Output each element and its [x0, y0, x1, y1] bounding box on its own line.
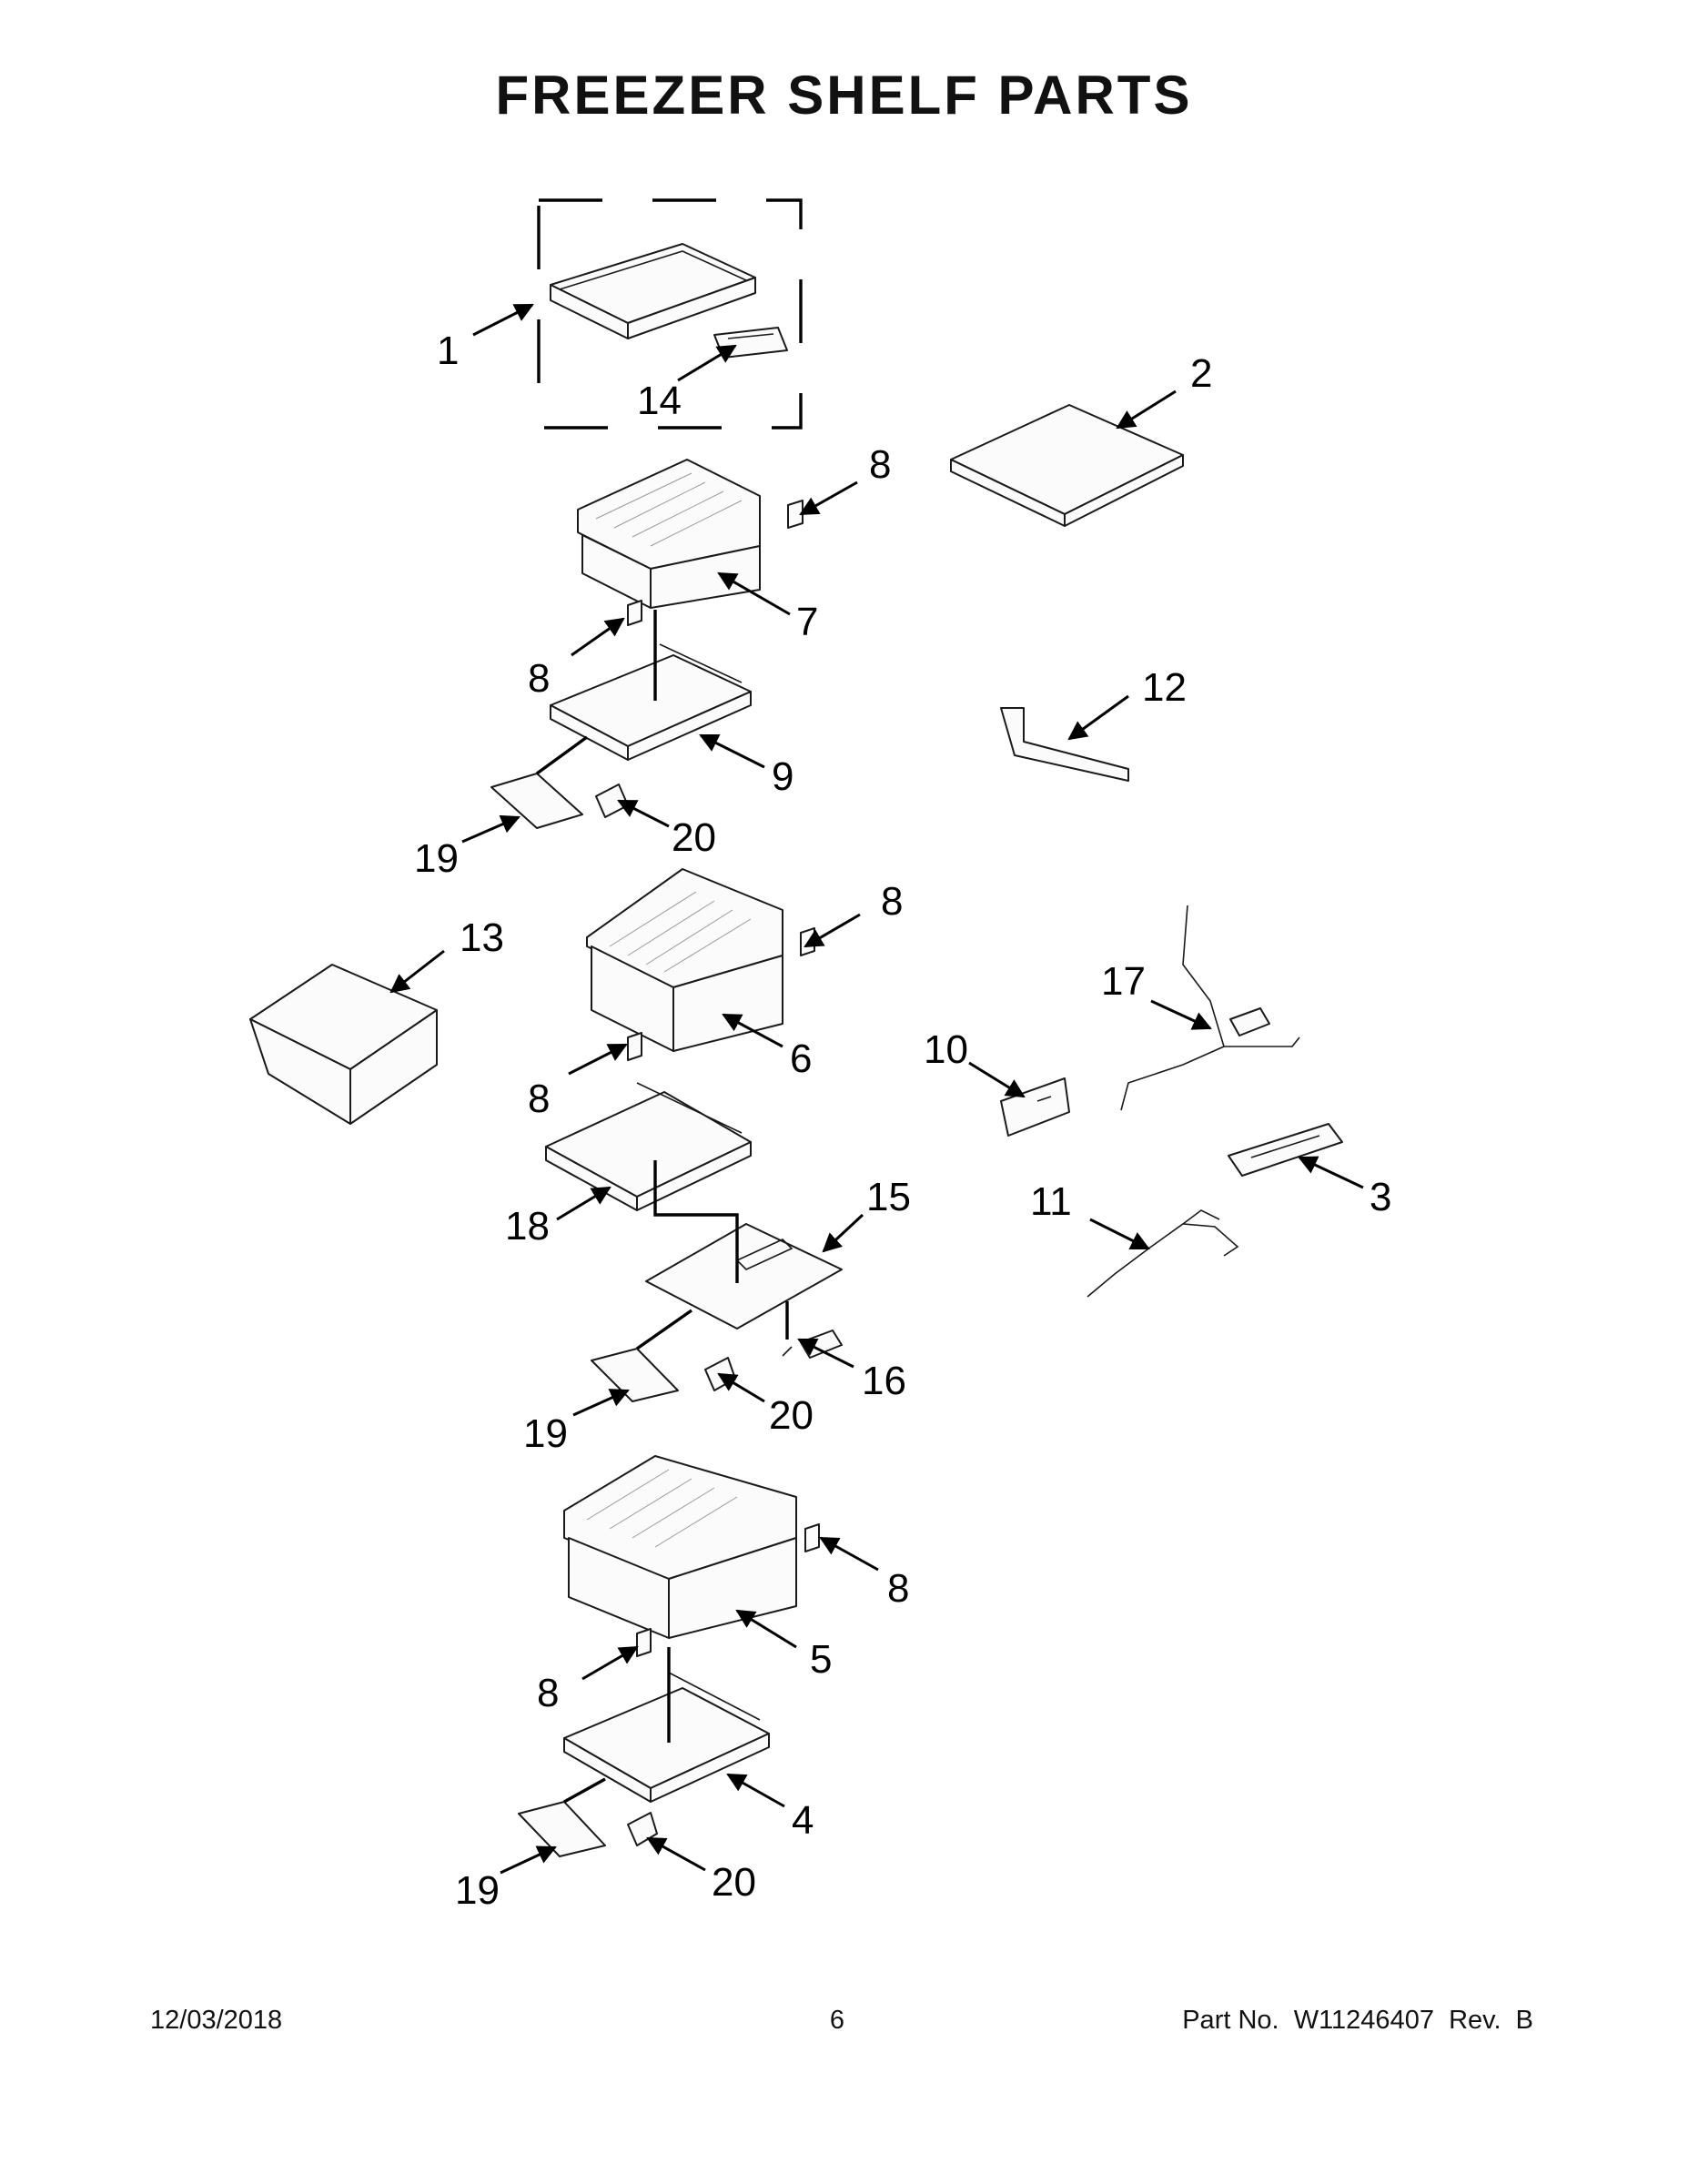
- part-1-shelf-assembly[interactable]: [550, 243, 756, 339]
- callout-13: 13: [460, 915, 504, 960]
- part-8-clip[interactable]: [627, 600, 642, 626]
- part-8-clip[interactable]: [636, 1628, 652, 1657]
- callout-2: 2: [1190, 351, 1212, 396]
- callout-11: 11: [1030, 1179, 1072, 1224]
- callout-3: 3: [1370, 1175, 1391, 1219]
- footer-date: 12/03/2018: [150, 2006, 283, 2035]
- callout-19: 19: [414, 836, 459, 881]
- leader-line: [653, 1160, 739, 1283]
- part-6-middle-basket[interactable]: [586, 868, 783, 1052]
- callout-16: 16: [862, 1359, 906, 1403]
- leader-line: [563, 1777, 606, 1804]
- part-16-sensor[interactable]: [782, 1330, 843, 1359]
- callout-4: 4: [792, 1798, 814, 1843]
- part-13-bin[interactable]: [249, 964, 438, 1125]
- callout-8: 8: [528, 1077, 550, 1121]
- callout-arrows: [389, 303, 1364, 1875]
- callout-20: 20: [672, 815, 716, 860]
- part-7-upper-basket[interactable]: [577, 459, 761, 609]
- callout-12: 12: [1142, 665, 1187, 710]
- leader-line: [536, 735, 588, 775]
- callout-8: 8: [528, 656, 550, 701]
- part-19-middle-bracket[interactable]: [591, 1348, 679, 1402]
- callout-19: 19: [455, 1868, 500, 1913]
- callout-8: 8: [869, 442, 891, 487]
- callout-9: 9: [772, 754, 793, 799]
- callout-7: 7: [796, 600, 818, 644]
- part-10-control-module[interactable]: [1000, 1077, 1070, 1137]
- part-2-glass-shelf[interactable]: [950, 404, 1184, 527]
- callout-labels: 1 14 2 8 7 8 9 12 19 20 8 13 6 8 17 10 3 18 15 11 16 19 20 8 5 8 4…: [414, 329, 1391, 1913]
- callout-6: 6: [790, 1036, 812, 1081]
- part-17-wire-harness[interactable]: [1120, 905, 1300, 1111]
- callout-20: 20: [712, 1860, 756, 1905]
- part-19-lower-bracket[interactable]: [518, 1801, 606, 1857]
- callout-10: 10: [924, 1027, 968, 1072]
- callout-15: 15: [866, 1175, 911, 1219]
- callout-8: 8: [887, 1566, 909, 1611]
- part-4-lower-slide-frame[interactable]: [563, 1672, 770, 1803]
- part-8-clip[interactable]: [804, 1523, 820, 1552]
- callout-5: 5: [810, 1637, 832, 1682]
- page-title: FREEZER SHELF PARTS: [495, 65, 1193, 126]
- callout-8: 8: [537, 1671, 559, 1715]
- part-11-wire-harness[interactable]: [1087, 1209, 1239, 1298]
- part-8-clip[interactable]: [787, 500, 804, 529]
- callout-1: 1: [437, 329, 459, 373]
- callout-8: 8: [881, 879, 903, 924]
- part-3-middle-slide-frame[interactable]: [545, 1082, 752, 1211]
- part-8-clip[interactable]: [627, 1032, 642, 1061]
- callout-17: 17: [1101, 959, 1146, 1004]
- leader-line: [636, 1309, 692, 1350]
- part-5-lower-basket[interactable]: [563, 1455, 797, 1639]
- part-20-upper-screw[interactable]: [595, 784, 629, 818]
- part-19-upper-bracket[interactable]: [490, 773, 583, 829]
- part-12-bracket[interactable]: [1000, 707, 1129, 782]
- part-9-upper-slide-frame[interactable]: [550, 643, 752, 761]
- part-15-light-housing[interactable]: [1228, 1123, 1343, 1177]
- footer-page-number: 6: [829, 2006, 845, 2035]
- part-18-cover-panel[interactable]: [645, 1223, 843, 1330]
- callout-14: 14: [637, 379, 682, 423]
- callout-18: 18: [505, 1204, 550, 1249]
- callout-20: 20: [769, 1393, 814, 1438]
- dashed-assembly-box: [537, 198, 803, 430]
- callout-19: 19: [523, 1411, 568, 1456]
- footer-part-number: Part No. W11246407 Rev. B: [1182, 2006, 1533, 2035]
